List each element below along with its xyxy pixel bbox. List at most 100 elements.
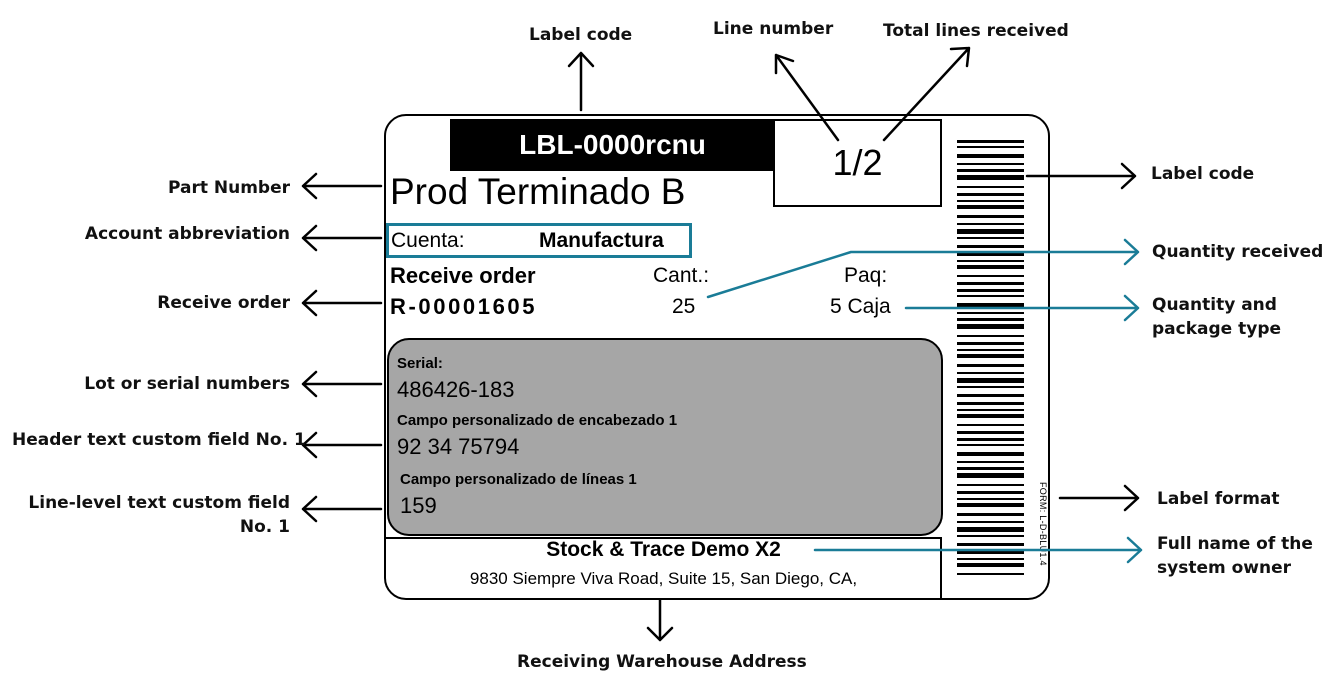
barcode-bar [957, 372, 1024, 374]
label-code: LBL-0000rcnu [450, 119, 775, 171]
barcode-bar [957, 409, 1024, 411]
callout-part-number: Part Number [167, 178, 290, 198]
barcode-bar [957, 543, 1024, 546]
barcode-bar [957, 444, 1024, 446]
serial-value: 486426-183 [397, 377, 515, 402]
barcode-bar [957, 521, 1024, 523]
barcode-bar [957, 438, 1024, 441]
callout-quantity-received: Quantity received [1152, 242, 1324, 262]
callout-quantity-package-1: Quantity and [1152, 295, 1277, 315]
arrow-quantity-received [706, 238, 1140, 299]
barcode-bar [957, 452, 1024, 456]
line-field-label: Campo personalizado de líneas 1 [400, 471, 637, 488]
arrow-receive-order [301, 289, 383, 317]
barcode-bar [957, 349, 1024, 351]
arrow-line-number [774, 53, 840, 142]
callout-header-field: Header text custom field No. 1 [12, 430, 306, 450]
callout-label-code-top: Label code [529, 25, 633, 45]
header-field-value: 92 34 75794 [397, 434, 520, 459]
barcode-bar [957, 260, 1024, 262]
quantity-value: 25 [672, 295, 696, 318]
barcode-bar [957, 265, 1024, 269]
callout-lot-serial: Lot or serial numbers [84, 374, 290, 394]
custom-fields-panel [387, 338, 943, 536]
line-field-value: 159 [400, 493, 437, 518]
system-owner: Stock & Trace Demo X2 [546, 538, 781, 561]
barcode-bar [957, 175, 1024, 180]
callout-label-format: Label format [1157, 489, 1280, 509]
arrow-label-code-top [567, 51, 595, 112]
arrow-total-lines [882, 46, 971, 142]
barcode-bar [957, 414, 1024, 418]
arrow-label-code-right [1025, 162, 1137, 190]
line-number-box: 1/2 [773, 119, 942, 207]
header-field-label: Campo personalizado de encabezado 1 [397, 412, 678, 429]
part-number: Prod Terminado B [390, 171, 686, 212]
barcode-bar [957, 424, 1024, 426]
barcode-bar [957, 282, 1024, 285]
barcode-bar [957, 394, 1024, 397]
barcode-bar [957, 289, 1024, 292]
warehouse-address: 9830 Siempre Viva Road, Suite 15, San Di… [469, 569, 858, 588]
arrow-account [301, 224, 383, 252]
barcode-bar [957, 163, 1024, 165]
package-value: 5 Caja [830, 295, 891, 318]
barcode-bar [957, 140, 1024, 143]
barcode-bar [957, 513, 1024, 516]
callout-line-field-2: No. 1 [239, 517, 290, 537]
barcode-bar [957, 467, 1024, 470]
package-label: Paq: [844, 264, 888, 287]
barcode-bar [957, 491, 1024, 494]
barcode-bar [957, 237, 1024, 239]
barcode-bar [957, 205, 1024, 209]
barcode-bar [957, 318, 1024, 321]
arrow-warehouse [646, 598, 674, 642]
barcode-bar [957, 229, 1024, 234]
callout-system-owner-2: system owner [1157, 558, 1292, 578]
barcode-bar [957, 431, 1024, 434]
barcode-bar [957, 245, 1024, 248]
callout-account: Account abbreviation [84, 224, 290, 244]
callout-total-lines: Total lines received [883, 21, 1069, 41]
serial-label: Serial: [397, 355, 443, 372]
barcode-bar [957, 386, 1024, 388]
barcode-bar [957, 324, 1024, 329]
barcode-bar [957, 563, 1024, 567]
barcode-bar [957, 193, 1024, 196]
barcode-bar [957, 342, 1024, 345]
account-label: Cuenta: [391, 229, 465, 252]
callout-warehouse: Receiving Warehouse Address [517, 652, 807, 672]
barcode-bar [957, 558, 1024, 560]
barcode-bar [957, 223, 1024, 225]
callout-system-owner-1: Full name of the [1157, 534, 1313, 554]
barcode-bar [957, 551, 1024, 554]
barcode-bar [957, 146, 1024, 148]
arrow-quantity-package [904, 294, 1140, 322]
arrow-system-owner [813, 536, 1143, 564]
barcode-bar [957, 527, 1024, 532]
barcode-bar [957, 303, 1024, 307]
barcode-bar [957, 154, 1024, 158]
barcode-bar [957, 402, 1024, 405]
barcode-bar [957, 461, 1024, 463]
arrow-header-field [301, 431, 383, 459]
barcode-bar [957, 364, 1024, 367]
barcode-bar [957, 573, 1024, 575]
arrow-part-number [301, 172, 383, 200]
callout-label-code-right: Label code [1151, 164, 1255, 184]
barcode-bar [957, 253, 1024, 256]
barcode-bar [957, 378, 1024, 383]
barcode-bar [957, 498, 1024, 500]
receive-order-value: R-00001605 [390, 294, 538, 319]
barcode-bar [957, 169, 1024, 172]
callout-line-field-1: Line-level text custom field [28, 493, 290, 513]
arrow-line-field [301, 495, 383, 523]
barcode-bar [957, 312, 1024, 314]
label-format: FORM: L-D-BLU1.4 [1038, 482, 1048, 566]
quantity-label: Cant.: [653, 264, 710, 287]
callout-quantity-package-2: package type [1152, 319, 1282, 339]
barcode-bar [957, 473, 1024, 478]
barcode-bar [957, 354, 1024, 358]
